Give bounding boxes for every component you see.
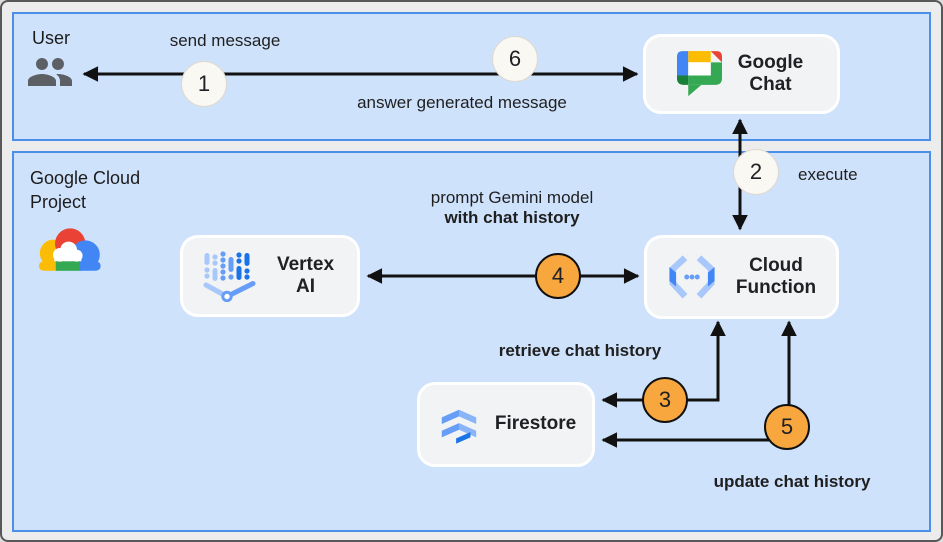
node-label: Vertex AI — [276, 253, 335, 297]
node-label: Cloud Function — [735, 254, 817, 298]
vertex-ai-icon — [203, 251, 255, 302]
step-badge-5: 5 — [764, 404, 810, 450]
gcp-zone-label: Google Cloud Project — [30, 168, 141, 213]
cloud-function-icon — [669, 255, 715, 299]
arrow-function-firestore-update — [601, 320, 797, 448]
node-cloud-function: Cloud Function — [644, 235, 839, 319]
node-google-chat: Google Chat — [643, 34, 840, 114]
label-send-message: send message — [169, 31, 281, 50]
label-prompt-gemini: prompt Gemini model with chat history — [382, 188, 642, 228]
label-update-history: update chat history — [713, 472, 871, 491]
node-vertex-ai: Vertex AI — [180, 235, 360, 317]
user-zone-label: User — [32, 28, 71, 48]
firestore-icon — [441, 409, 477, 444]
label-prompt-line1: prompt Gemini model — [430, 188, 594, 207]
user-icon — [28, 58, 72, 86]
google-chat-icon — [676, 50, 722, 96]
google-cloud-icon — [39, 228, 101, 271]
label-prompt-line2: with chat history — [444, 208, 580, 227]
label-answer-generated: answer generated message — [357, 93, 567, 112]
node-label: Google Chat — [737, 51, 804, 95]
label-execute: execute — [798, 165, 858, 184]
node-firestore: Firestore — [417, 382, 595, 467]
step-badge-3: 3 — [642, 377, 688, 423]
node-label: Firestore — [494, 413, 577, 435]
step-badge-6: 6 — [492, 36, 538, 82]
step-badge-1: 1 — [181, 61, 227, 107]
step-badge-2: 2 — [733, 149, 779, 195]
step-badge-4: 4 — [535, 253, 581, 299]
label-retrieve-history: retrieve chat history — [498, 341, 662, 360]
